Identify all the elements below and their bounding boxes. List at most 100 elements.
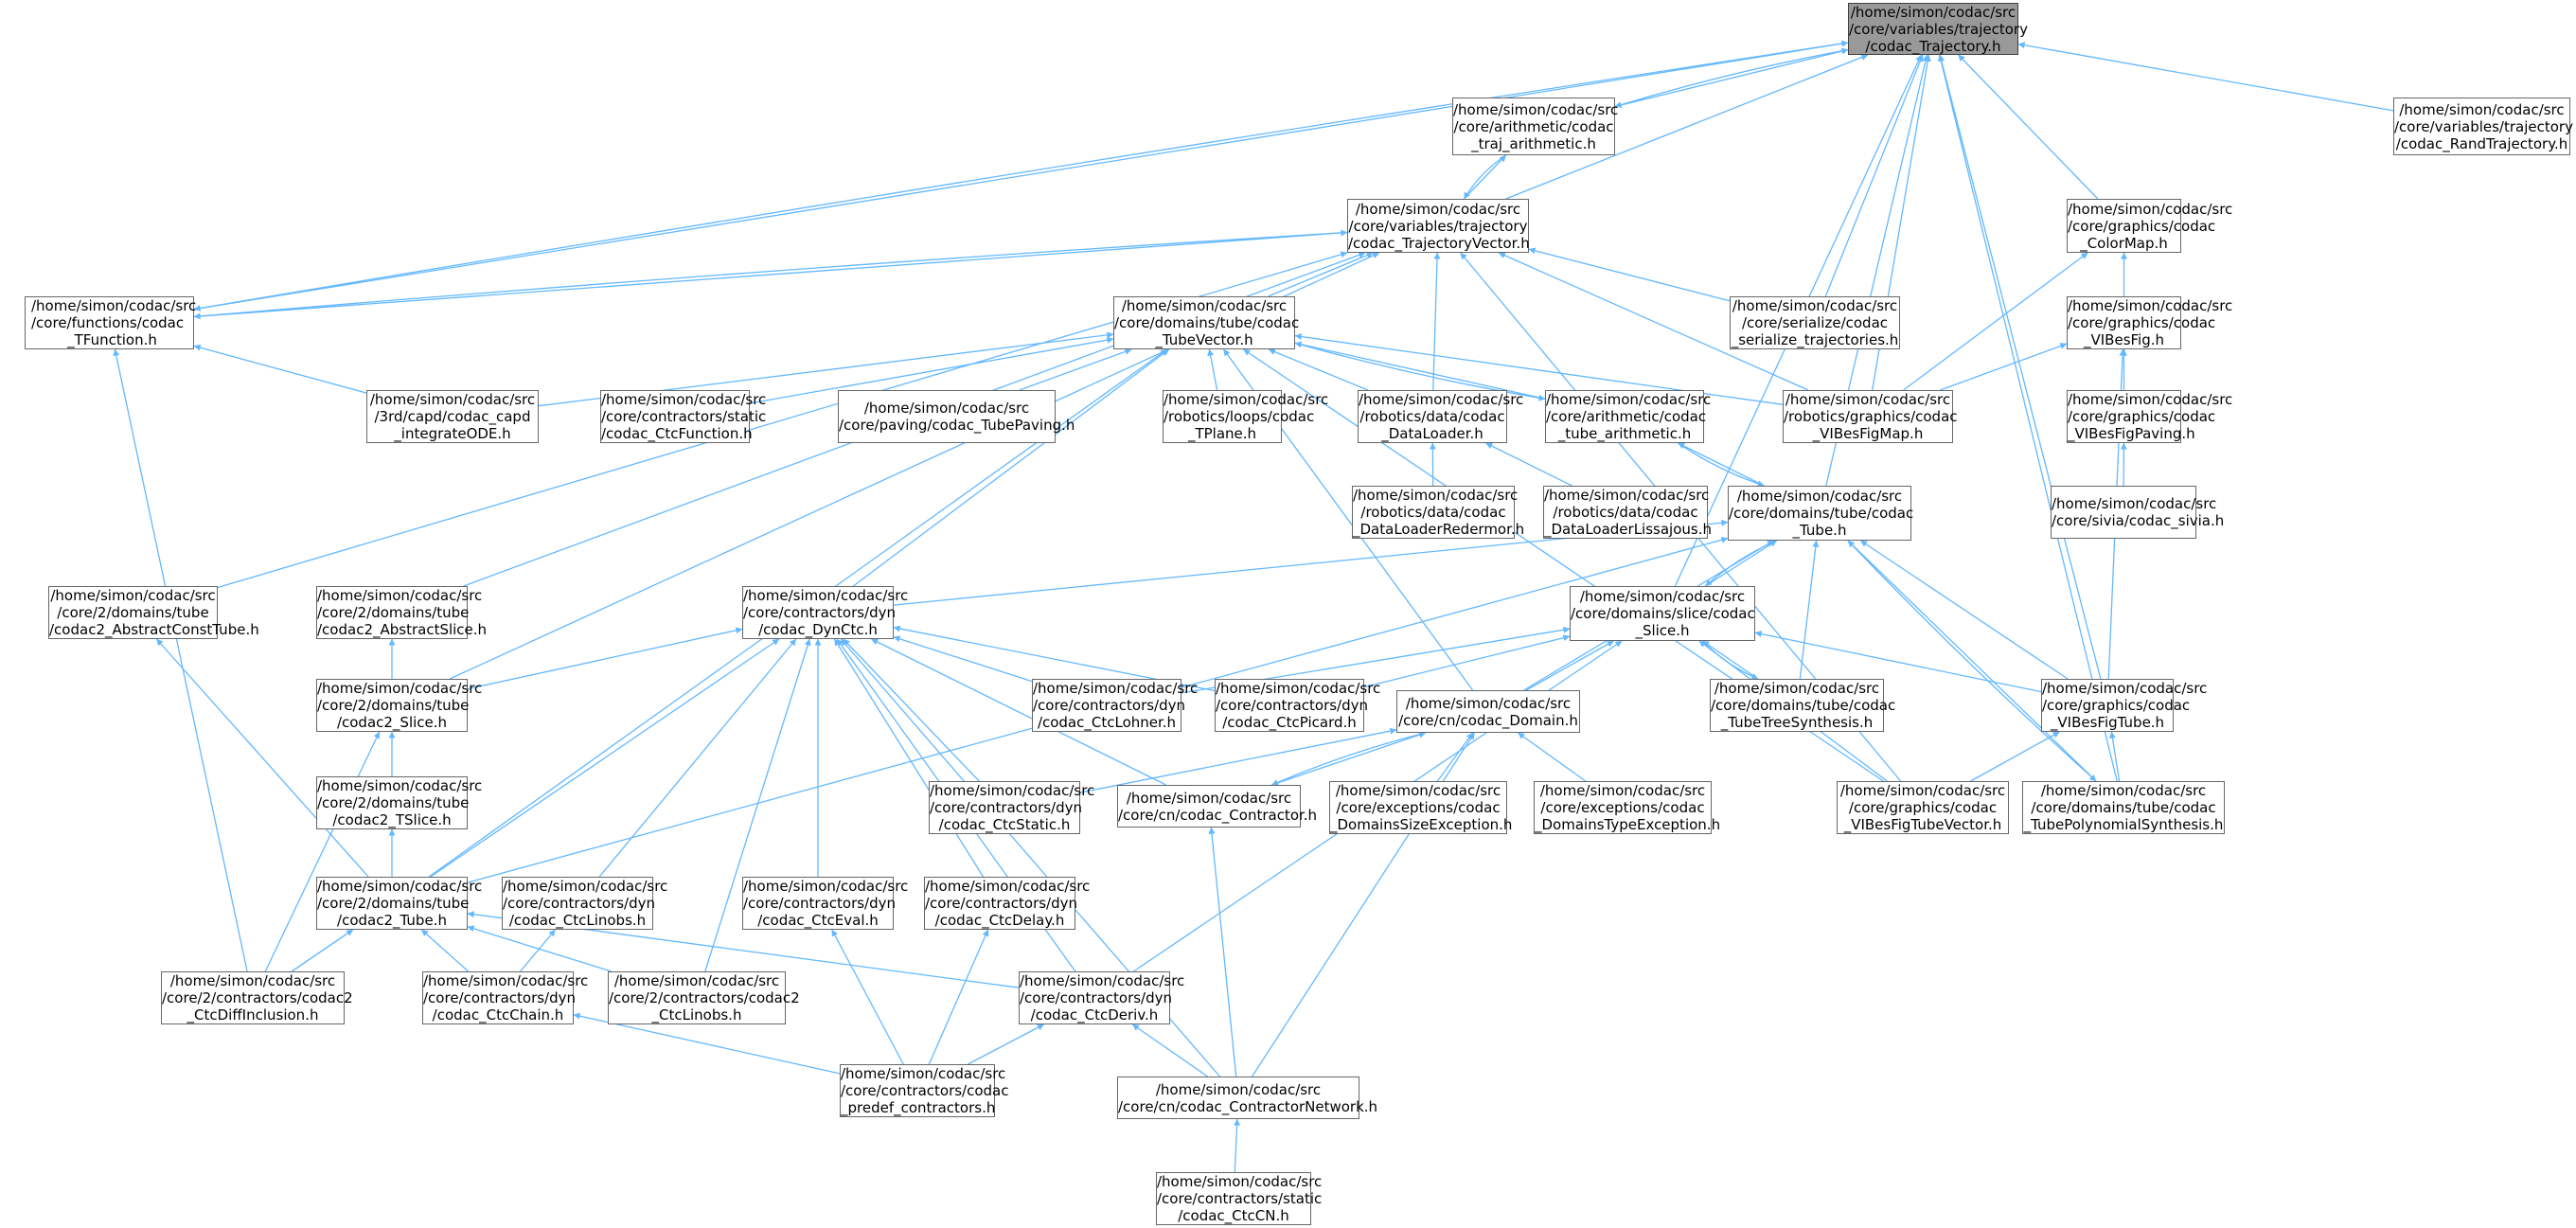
node-codac-tfunction[interactable]: /home/simon/codac/src /core/functions/co…: [25, 296, 196, 349]
node-file-name: _TubeVector.h: [1155, 331, 1253, 348]
include-edge: [520, 929, 556, 972]
node-codac-vibesfig[interactable]: /home/simon/codac/src /core/graphics/cod…: [2067, 296, 2233, 349]
node-path-line: /core/serialize/codac: [1741, 314, 1889, 331]
node-path-line: /core/domains/tube/codac: [1114, 314, 1300, 331]
node-codac-trajectoryvector[interactable]: /home/simon/codac/src /core/variables/tr…: [1347, 199, 1530, 253]
node-path-line: /home/simon/codac/src: [2042, 680, 2208, 697]
include-edge: [193, 344, 367, 394]
node-path-line: /home/simon/codac/src: [50, 587, 216, 604]
node-codac-tubevector[interactable]: /home/simon/codac/src /core/domains/tube…: [1113, 296, 1300, 349]
node-codac-randtrajectory[interactable]: /home/simon/codac/src /core/variables/tr…: [2393, 98, 2573, 155]
node-file-name: _DataLoader.h: [1381, 425, 1483, 442]
node-codac-vibesfigmap[interactable]: /home/simon/codac/src /robotics/graphics…: [1783, 390, 1958, 443]
node-codac-ctcpicard[interactable]: /home/simon/codac/src /core/contractors/…: [1215, 679, 1381, 732]
node-codac-serialize-trajectories[interactable]: /home/simon/codac/src /core/serialize/co…: [1730, 296, 1900, 349]
node-codac-ctccn[interactable]: /home/simon/codac/src /core/contractors/…: [1156, 1172, 1322, 1225]
node-codac-tube-arithmetic[interactable]: /home/simon/codac/src /core/arithmetic/c…: [1545, 390, 1711, 443]
node-path-line: /robotics/graphics/codac: [1784, 408, 1958, 425]
node-path-line: /core/graphics/codac: [2068, 217, 2216, 235]
include-edge: [1505, 54, 1869, 200]
node-path-line: /home/simon/codac/src: [1335, 782, 1501, 799]
node-codac-tube[interactable]: /home/simon/codac/src /core/domains/tube…: [1728, 486, 1914, 541]
node-codac2-tslice[interactable]: /home/simon/codac/src /core/2/domains/tu…: [316, 776, 482, 829]
node-codac-domainssizeexception[interactable]: /home/simon/codac/src /core/exceptions/c…: [1329, 781, 1512, 834]
node-codac-ctclinobs[interactable]: /home/simon/codac/src /core/contractors/…: [502, 877, 667, 930]
include-edge: [1363, 634, 1571, 688]
include-edge: [193, 229, 1348, 318]
include-edge: [1799, 540, 1820, 680]
node-codac-ctceval[interactable]: /home/simon/codac/src /core/contractors/…: [742, 877, 908, 930]
node-codac-tubetreesynthesis[interactable]: /home/simon/codac/src /core/domains/tube…: [1710, 679, 1896, 732]
include-edge: [2108, 731, 2121, 782]
include-edge: [843, 638, 980, 782]
node-codac-vibesfigpaving[interactable]: /home/simon/codac/src /core/graphics/cod…: [2067, 390, 2232, 443]
node-codac-tplane[interactable]: /home/simon/codac/src /robotics/loops/co…: [1163, 390, 1328, 443]
node-path-line: /core/contractors/dyn: [423, 989, 577, 1006]
include-edge: [1268, 348, 1369, 391]
node-codac2-abstractconsttube[interactable]: /home/simon/codac/src /core/2/domains/tu…: [48, 586, 259, 639]
node-codac-ctcchain[interactable]: /home/simon/codac/src /core/contractors/…: [422, 971, 588, 1024]
node-path-line: /home/simon/codac/src: [1216, 680, 1381, 697]
node-file-name: _traj_arithmetic.h: [1471, 134, 1596, 152]
include-edge: [1498, 252, 1809, 391]
node-codac-sivia[interactable]: /home/simon/codac/src /core/sivia/codac_…: [2051, 486, 2224, 539]
node-codac2-abstractslice[interactable]: /home/simon/codac/src /core/2/domains/tu…: [316, 586, 487, 639]
node-codac-dataloader[interactable]: /home/simon/codac/src /robotics/data/cod…: [1358, 390, 1523, 443]
node-codac-ctcfunction[interactable]: /home/simon/codac/src /core/contractors/…: [600, 390, 766, 443]
node-codac-predef-contractors[interactable]: /home/simon/codac/src /core/contractors/…: [840, 1064, 1009, 1117]
include-edge: [749, 336, 1114, 404]
include-edge: [1705, 540, 1777, 587]
node-codac-tubepolynomialsynthesis[interactable]: /home/simon/codac/src /core/domains/tube…: [2022, 781, 2225, 834]
node-path-line: /home/simon/codac/src: [925, 878, 1091, 895]
include-edge: [1824, 54, 1924, 297]
node-codac-ctcdelay[interactable]: /home/simon/codac/src /core/contractors/…: [924, 877, 1091, 930]
node-path-line: /core/exceptions/codac: [1336, 799, 1501, 816]
node-codac-traj-arithmetic[interactable]: /home/simon/codac/src /core/arithmetic/c…: [1452, 98, 1618, 155]
node-codac-ctcstatic[interactable]: /home/simon/codac/src /core/contractors/…: [929, 781, 1094, 834]
node-codac2-tube[interactable]: /home/simon/codac/src /core/2/domains/tu…: [316, 877, 482, 930]
node-codac-capd-integrateode[interactable]: /home/simon/codac/src /3rd/capd/codac_ca…: [366, 390, 539, 443]
node-codac-ctcderiv[interactable]: /home/simon/codac/src /core/contractors/…: [1019, 971, 1184, 1024]
node-file-name: _VIBesFig.h: [2083, 331, 2165, 348]
node-codac-domainstypeexception[interactable]: /home/simon/codac/src /core/exceptions/c…: [1534, 781, 1720, 834]
node-path-line: /core/variables/trajectory: [1348, 217, 1528, 235]
node-path-line: /home/simon/codac/src: [841, 1065, 1006, 1082]
node-path-line: /home/simon/codac/src: [2068, 297, 2233, 314]
node-path-line: /home/simon/codac/src: [613, 972, 780, 989]
node-path-line: /home/simon/codac/src: [1579, 588, 1746, 605]
node-path-line: /home/simon/codac/src: [1544, 487, 1710, 504]
node-codac-vibesfigtube[interactable]: /home/simon/codac/src /core/graphics/cod…: [2041, 679, 2208, 732]
node-path-line: /robotics/data/codac: [1359, 408, 1505, 425]
node-path-line: /home/simon/codac/src: [2052, 495, 2217, 512]
include-edge: [1079, 727, 1397, 793]
node-codac-contractornetwork[interactable]: /home/simon/codac/src /core/cn/codac_Con…: [1117, 1077, 1377, 1119]
node-path-line: /core/domains/tube/codac: [1729, 505, 1914, 522]
include-edge: [264, 731, 381, 972]
include-edge: [704, 638, 811, 972]
node-codac-colormap[interactable]: /home/simon/codac/src /core/graphics/cod…: [2067, 199, 2232, 253]
include-edge: [1860, 540, 2069, 680]
node-path-line: /core/arithmetic/codac: [1453, 117, 1614, 135]
node-codac-trajectory[interactable]: /home/simon/codac/src /core/variables/tr…: [1848, 3, 2028, 55]
node-codac-dataloaderredermor[interactable]: /home/simon/codac/src /robotics/data/cod…: [1352, 486, 1525, 539]
node-file-name: /codac_TrajectoryVector.h: [1348, 234, 1530, 252]
node-codac-domain[interactable]: /home/simon/codac/src /core/cn/codac_Dom…: [1396, 690, 1580, 733]
node-codac-ctclohner[interactable]: /home/simon/codac/src /core/contractors/…: [1032, 679, 1198, 732]
node-file-name: _DataLoaderRedermor.h: [1353, 521, 1525, 538]
node-codac2-slice[interactable]: /home/simon/codac/src /core/2/domains/tu…: [316, 679, 482, 732]
node-codac-vibesfigtubevector[interactable]: /home/simon/codac/src /core/graphics/cod…: [1837, 781, 2009, 834]
node-file-name: /codac_CtcLinobs.h: [508, 912, 647, 929]
node-codac-slice[interactable]: /home/simon/codac/src /core/domains/slic…: [1570, 586, 1755, 641]
node-codac2-ctclinobs[interactable]: /home/simon/codac/src /core/2/contractor…: [608, 971, 800, 1024]
node-path-line: /home/simon/codac/src: [743, 587, 909, 604]
node-codac2-ctcdiffinclusion[interactable]: /home/simon/codac/src /core/2/contractor…: [161, 971, 353, 1024]
include-edge: [1678, 442, 1765, 488]
node-codac-dataloaderlissajous[interactable]: /home/simon/codac/src /robotics/data/cod…: [1543, 486, 1712, 539]
node-codac-tubepaving[interactable]: /home/simon/codac/src /core/paving/codac…: [838, 390, 1075, 443]
node-file-name: _Tube.h: [1792, 522, 1847, 539]
node-codac-dynctc[interactable]: /home/simon/codac/src /core/contractors/…: [742, 586, 909, 639]
node-path-line: /robotics/data/codac: [1553, 504, 1698, 521]
node-codac-contractor[interactable]: /home/simon/codac/src /core/cn/codac_Con…: [1117, 785, 1317, 828]
node-file-name: _TubeTreeSynthesis.h: [1720, 714, 1874, 731]
node-path-line: /core/domains/tube/codac: [1711, 697, 1896, 714]
